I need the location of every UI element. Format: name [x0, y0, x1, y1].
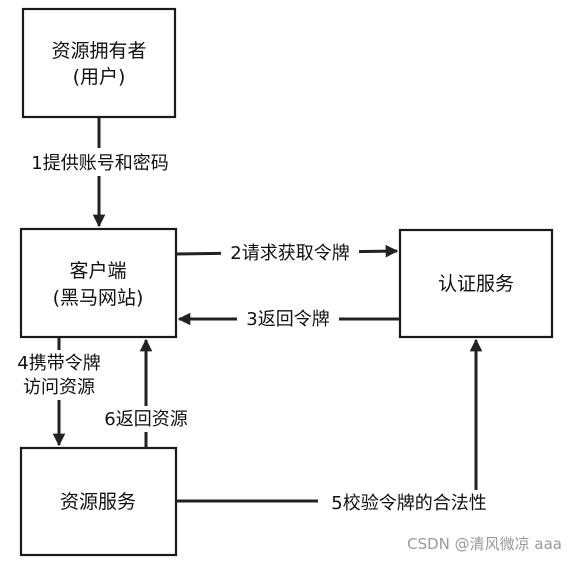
edge-4-label-bg: [10, 350, 110, 400]
resource-owner-label-line1: 资源拥有者: [51, 40, 146, 62]
resource-service-label: 资源服务: [60, 491, 136, 513]
edge-2-label-bg: [221, 240, 359, 266]
edge-3-label: 3返回令牌: [246, 309, 329, 330]
node-resource-service: 资源服务: [19, 446, 178, 557]
edge-1: 1提供账号和密码: [22, 118, 178, 228]
edge-6-label-bg: [98, 406, 194, 432]
node-resource-owner: 资源拥有者 (用户): [21, 7, 177, 119]
edge-5-label-bg: [318, 490, 500, 516]
auth-service-label: 认证服务: [438, 273, 514, 295]
resource-owner-box: [21, 7, 177, 119]
client-label-line2: (黑马网站): [53, 287, 144, 309]
edge-2: 2请求获取令牌: [175, 240, 399, 266]
edge-5-label: 5校验令牌的合法性: [331, 493, 486, 514]
auth-service-box: [398, 228, 554, 339]
node-client: 客户端 (黑马网站): [19, 227, 178, 339]
edge-6-label: 6返回资源: [104, 409, 187, 430]
node-auth-service: 认证服务: [398, 228, 554, 339]
edge-2-label: 2请求获取令牌: [230, 243, 349, 264]
edge-3: 3返回令牌: [177, 306, 400, 332]
edge-5: 5校验令牌的合法性: [176, 338, 500, 516]
client-box: [19, 227, 178, 339]
edge-4-label-line1: 4携带令牌: [17, 353, 100, 374]
edge-4-label-line2: 访问资源: [23, 377, 95, 398]
edge-5-arrow: [176, 338, 483, 503]
edge-1-label-bg: [22, 148, 178, 176]
edge-1-label: 1提供账号和密码: [31, 153, 168, 174]
resource-service-box: [19, 446, 178, 557]
edge-6: 6返回资源: [98, 338, 194, 448]
client-label-line1: 客户端: [69, 260, 126, 282]
edge-3-label-bg: [237, 306, 339, 332]
edge-4: 4携带令牌 访问资源: [10, 338, 110, 447]
csdn-watermark: CSDN @清风微凉 aaa: [407, 535, 562, 553]
resource-owner-label-line2: (用户): [73, 66, 126, 88]
